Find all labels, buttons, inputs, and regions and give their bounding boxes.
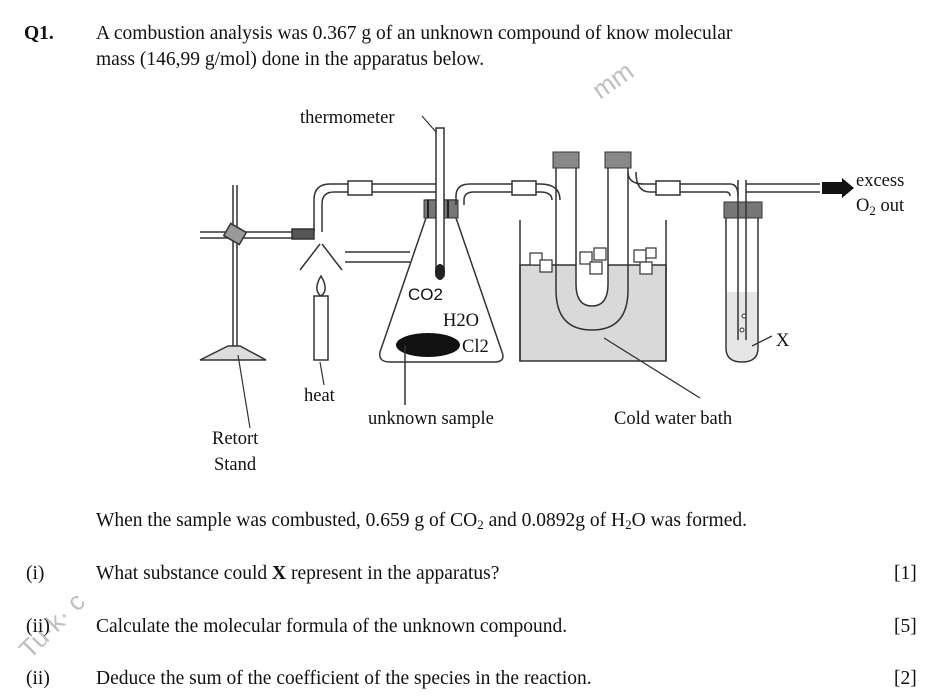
cold-water-bath [519,151,701,399]
label-o2-out: O2 out [856,196,905,218]
label-excess: excess [856,171,904,191]
label-stand: Stand [214,455,257,475]
watermark-side: Tu·k· c [13,587,91,665]
burner [299,243,410,361]
item-text-i: What substance could X represent in the … [96,563,500,584]
label-retort: Retort [212,429,259,449]
item-text-ii: Calculate the molecular formula of the u… [96,616,568,637]
item-marks-iii: [2] [894,668,917,689]
delivery-tube-3 [627,171,739,197]
item-text-iii: Deduce the sum of the coefficient of the… [96,668,592,689]
label-cold-water-bath: Cold water bath [614,409,732,429]
delivery-tube-2 [455,180,561,205]
label-thermometer: thermometer [300,108,395,128]
item-label-ii: (ii) [26,616,50,637]
label-cl2: Cl2 [462,337,489,357]
label-h2o: H2O [443,311,479,331]
delivery-tube-1 [313,180,440,232]
combustion-statement: When the sample was combusted, 0.659 g o… [96,510,747,532]
question-number: Q1. [24,23,54,44]
question-intro-line1: A combustion analysis was 0.367 g of an … [96,23,733,44]
watermark-top: mm [586,55,639,104]
item-marks-ii: [5] [894,616,917,637]
item-marks-i: [1] [894,563,917,584]
label-unknown-sample: unknown sample [368,409,494,429]
label-co2: CO2 [408,285,443,304]
conical-flask [378,127,504,405]
retort-stand [199,185,315,361]
item-label-i: (i) [26,563,45,584]
label-x: X [776,331,790,351]
test-tube [723,178,854,363]
label-heat: heat [304,386,336,406]
question-intro-line2: mass (146,99 g/mol) done in the apparatu… [96,49,485,70]
item-label-iii: (ii) [26,668,50,689]
